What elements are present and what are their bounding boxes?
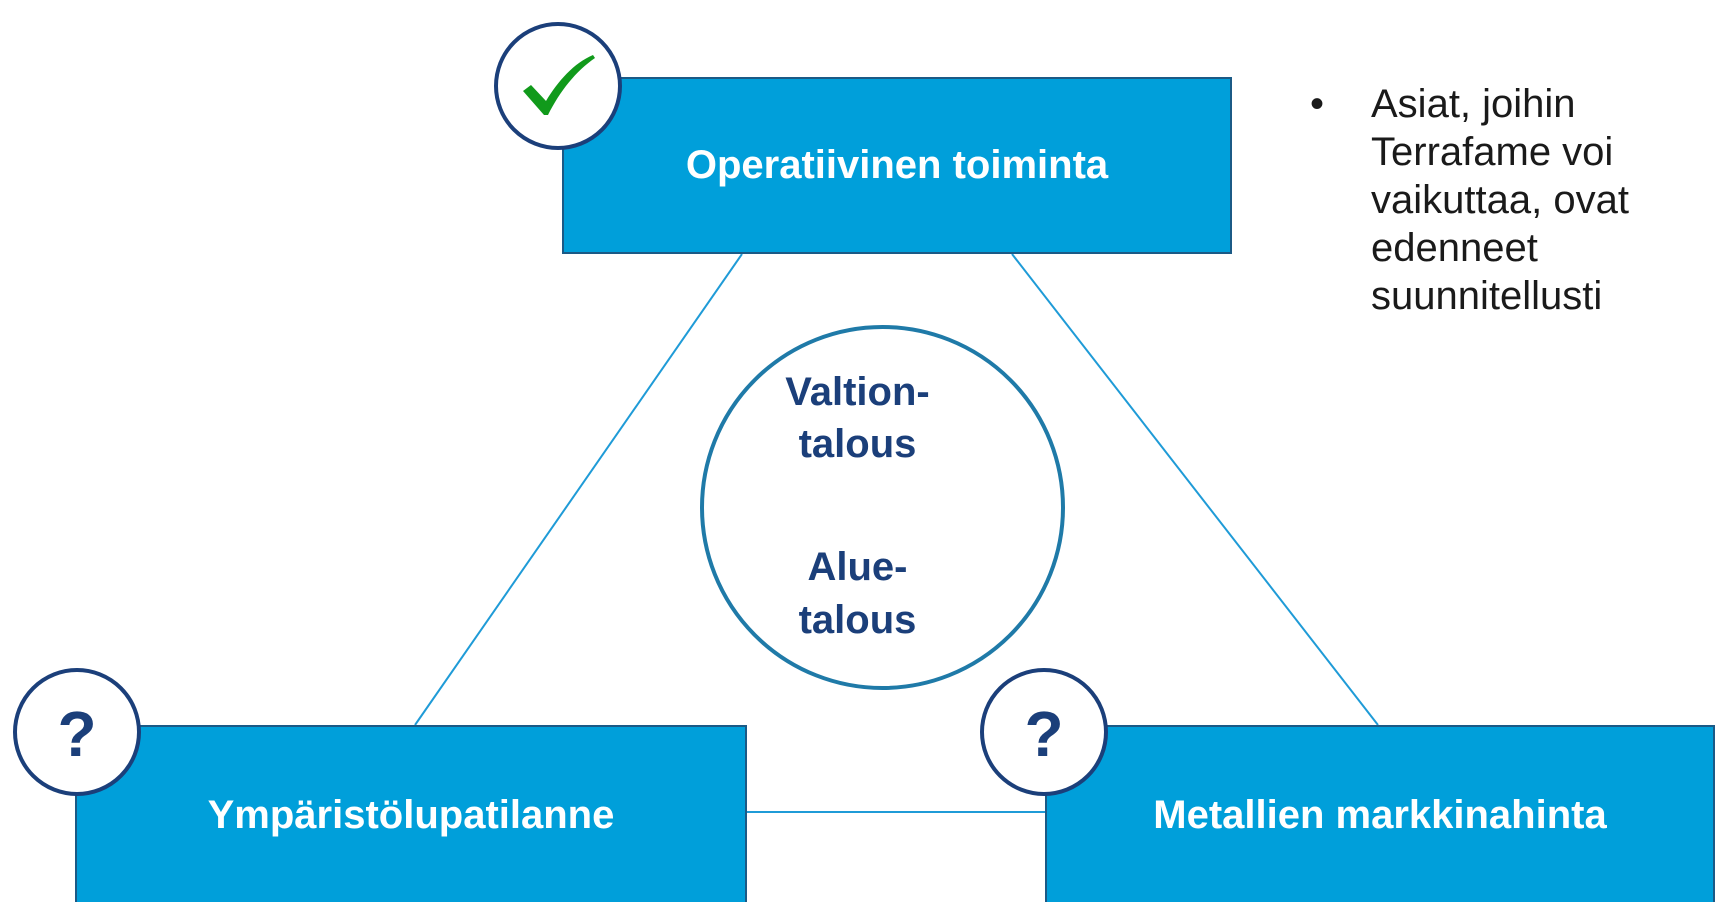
box-operational: Operatiivinen toiminta [562,77,1232,254]
center-text-line3: Alue- [807,545,908,589]
question-badge-left: ? [13,668,141,796]
box-environmental-permit: Ympäristölupatilanne [75,725,747,902]
question-badge-right: ? [980,668,1108,796]
center-text-line4: talous [798,598,917,642]
question-mark-icon: ? [57,698,97,770]
checkmark-icon [523,55,595,115]
side-note-text: Asiat, joihin Terrafame voi vaikuttaa, o… [1371,82,1629,318]
box-operational-label: Operatiivinen toiminta [685,143,1109,187]
center-text-line1: Valtion- [785,370,930,414]
bullet-point: • [1310,82,1325,126]
center-text-line2: talous [798,422,917,466]
connector-top-left [414,253,743,726]
box-environmental-permit-label: Ympäristölupatilanne [207,792,615,837]
box-metal-market-price: Metallien markkinahinta [1045,725,1715,902]
checkmark-badge [494,22,622,150]
connector-top-right [1011,253,1379,726]
center-circle [700,325,1065,690]
question-mark-icon: ? [1024,698,1064,770]
box-metal-market-price-label: Metallien markkinahinta [1153,792,1607,837]
